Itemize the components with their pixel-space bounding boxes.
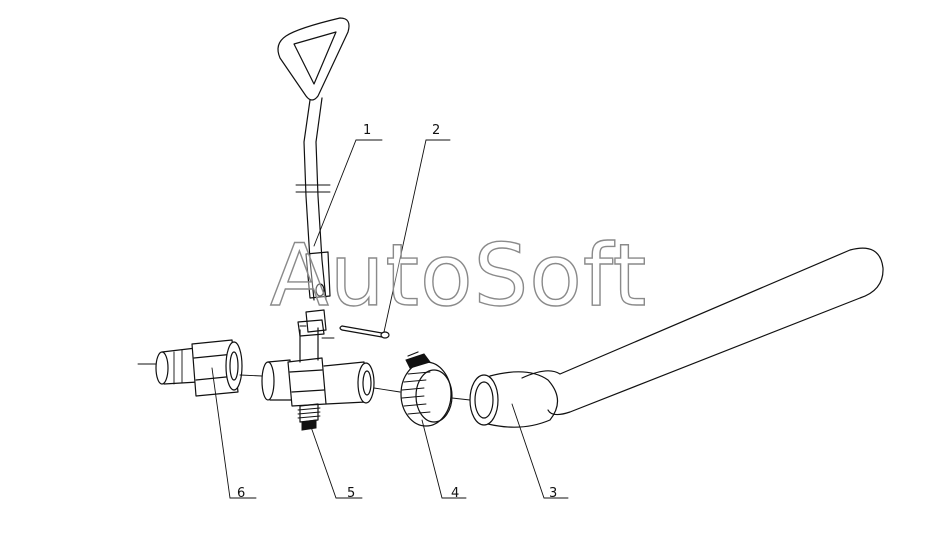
leader-lines [211, 139, 569, 499]
watermark-text: AutoSoft [270, 226, 647, 326]
assembly-axis [137, 363, 471, 401]
callout-labels: 1 2 3 4 5 6 [237, 123, 557, 501]
callout-2: 2 [432, 123, 440, 138]
callout-5: 5 [347, 486, 355, 501]
part-1-handle-lever [277, 17, 350, 333]
callout-1: 1 [363, 123, 371, 138]
part-3-hose [469, 247, 884, 428]
callout-3: 3 [549, 486, 557, 501]
callout-4: 4 [451, 486, 459, 501]
part-6-union-fitting [155, 339, 243, 397]
part-2-split-pin [339, 325, 390, 339]
callout-6: 6 [237, 486, 245, 501]
part-5-tap-body [261, 319, 375, 431]
part-4-hose-clamp [400, 351, 453, 427]
